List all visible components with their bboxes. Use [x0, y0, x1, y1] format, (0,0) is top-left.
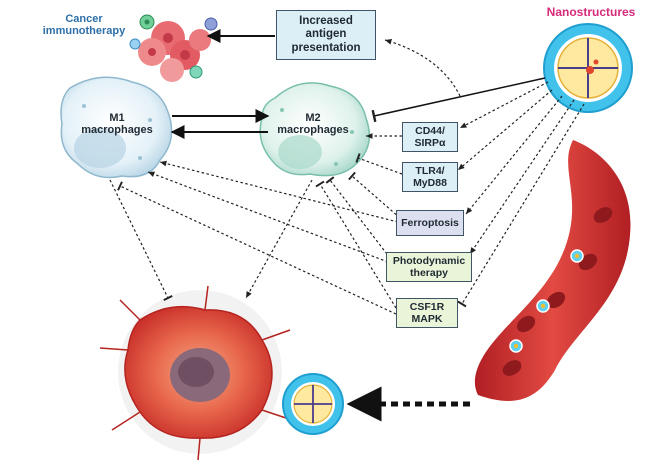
dotted-photodynamic-to-m2	[325, 176, 391, 259]
nanoparticle-icon	[543, 23, 633, 113]
dotted-ferroptosis-to-m2	[348, 171, 401, 219]
ferroptosis-box: Ferroptosis	[396, 210, 464, 236]
dotted-nano-to-antigen	[384, 39, 461, 97]
dotted-csf1r-to-m1	[117, 181, 397, 315]
dotted-nano-to-ferroptosis	[465, 95, 563, 215]
dotted-tlr4-to-m2	[355, 153, 403, 175]
m2-macrophages-label: M2 macrophages	[277, 112, 349, 137]
cd44-sirpa-box: CD44/ SIRPα	[402, 122, 458, 152]
increased-antigen-presentation-box: Increased antigen presentation	[276, 10, 376, 60]
dotted-nano-to-csf1r	[457, 103, 585, 308]
tumor-cell-cluster-icon	[129, 14, 218, 82]
photodynamic-therapy-box: Photodynamic therapy	[386, 252, 472, 282]
dotted-csf1r-to-m2	[315, 180, 397, 309]
m1-macrophage-icon	[60, 76, 173, 179]
dotted-nano-to-tlr4	[457, 89, 553, 171]
blood-vessel-icon	[474, 140, 631, 401]
csf1r-mapk-box: CSF1R MAPK	[396, 298, 458, 328]
tumor-icon	[99, 285, 293, 461]
dotted-photodynamic-to-m1	[147, 171, 389, 263]
m1-macrophages-label: M1 macrophages	[81, 112, 153, 137]
inhibit-nano-to-m2	[371, 77, 546, 123]
nanoparticle-small-icon	[282, 373, 344, 435]
cancer-immunotherapy-label: Cancer immunotherapy	[42, 13, 126, 38]
tlr4-myd88-box: TLR4/ MyD88	[402, 162, 458, 192]
nanostructures-label: Nanostructures	[546, 5, 636, 19]
dotted-nano-to-photodynamic	[469, 99, 575, 255]
dotted-nano-to-cd44	[459, 81, 549, 129]
dotted-m1-to-tumor	[109, 179, 173, 301]
m2-macrophage-icon	[259, 82, 371, 177]
dotted-m2-to-tumor	[245, 179, 313, 299]
dotted-ferroptosis-to-m1	[159, 160, 399, 223]
